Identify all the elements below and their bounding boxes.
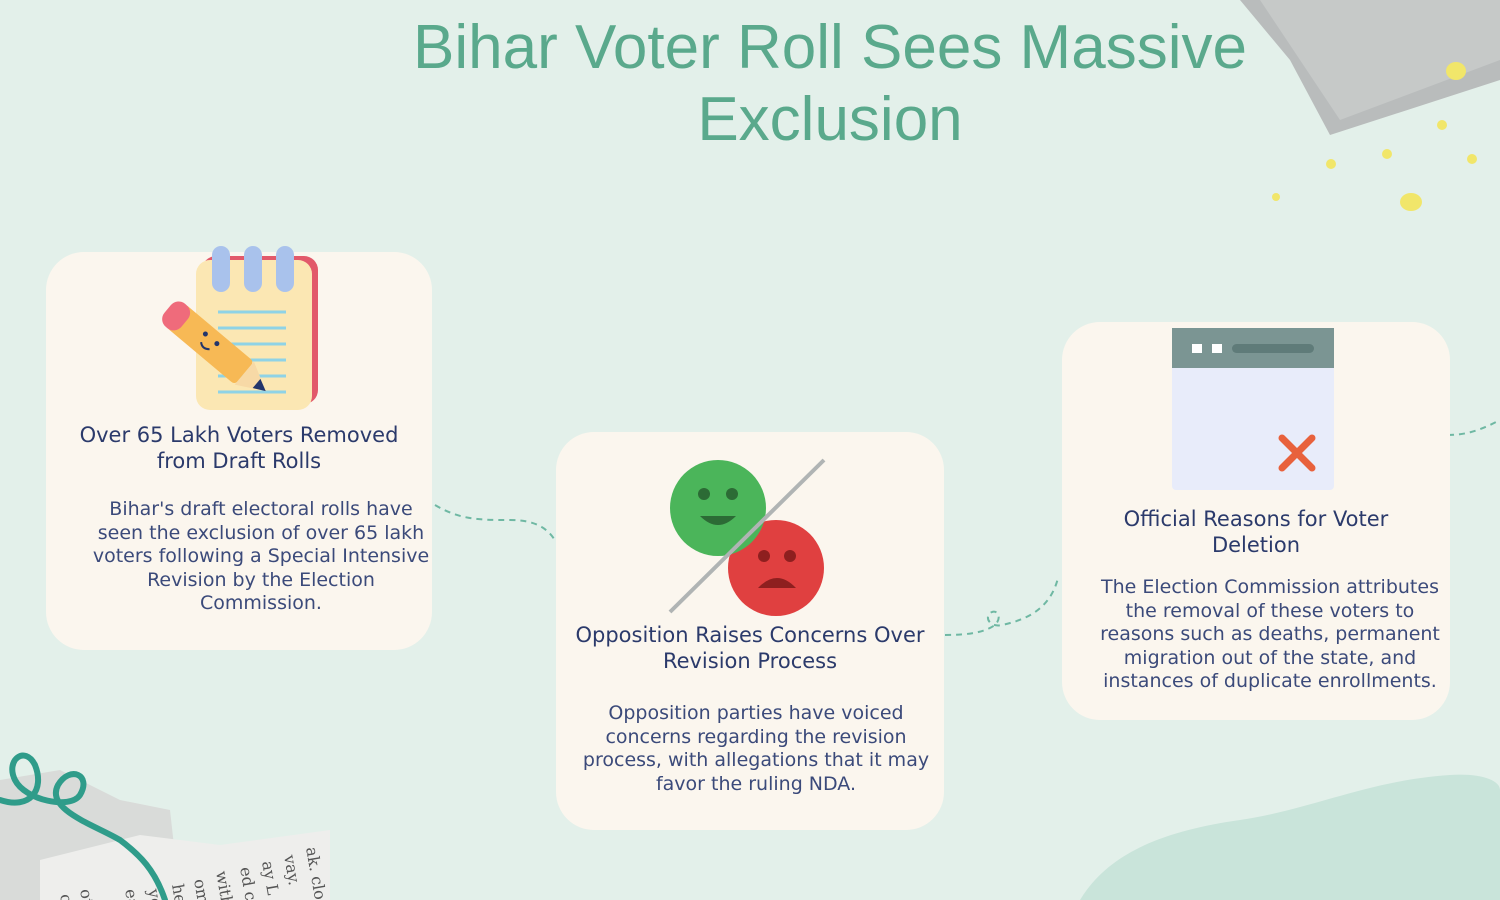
card-body: The Election Commission attributes the r… xyxy=(1100,576,1440,692)
happy-sad-face-icon xyxy=(668,458,826,616)
svg-text:ofp: ofp xyxy=(76,887,99,900)
card-title: Over 65 Lakh Voters Removed from Draft R… xyxy=(79,423,399,473)
svg-text:oint: oint xyxy=(56,892,80,900)
page-title: Bihar Voter Roll Sees Massive Exclusion xyxy=(413,13,1247,154)
newspaper-scrap-decoration: oint ofp eac you hen ome o with m ed car… xyxy=(0,752,330,900)
card-body: Opposition parties have voiced concerns … xyxy=(582,702,930,795)
browser-window-x-icon xyxy=(1172,328,1334,490)
svg-text:ome o: ome o xyxy=(190,877,217,900)
paper-texture-decoration xyxy=(1240,0,1500,211)
card-title: Opposition Raises Concerns Over Revision… xyxy=(575,623,925,673)
svg-text:hen: hen xyxy=(168,882,192,900)
dashed-connector xyxy=(944,577,1059,636)
card-official-reasons: Official Reasons for Voter Deletion The … xyxy=(1062,322,1450,720)
card-opposition-concerns: Opposition Raises Concerns Over Revision… xyxy=(556,432,944,830)
notebook-pencil-icon xyxy=(162,246,318,410)
card-body: Bihar's draft electoral rolls have seen … xyxy=(92,498,430,614)
card-title: Official Reasons for Voter Deletion xyxy=(1123,507,1389,557)
svg-text:eac: eac xyxy=(121,887,145,900)
dashed-connector xyxy=(1447,420,1499,436)
dashed-connector xyxy=(434,504,557,543)
card-voters-removed: Over 65 Lakh Voters Removed from Draft R… xyxy=(46,246,432,650)
background-blob-decoration xyxy=(1080,774,1500,900)
